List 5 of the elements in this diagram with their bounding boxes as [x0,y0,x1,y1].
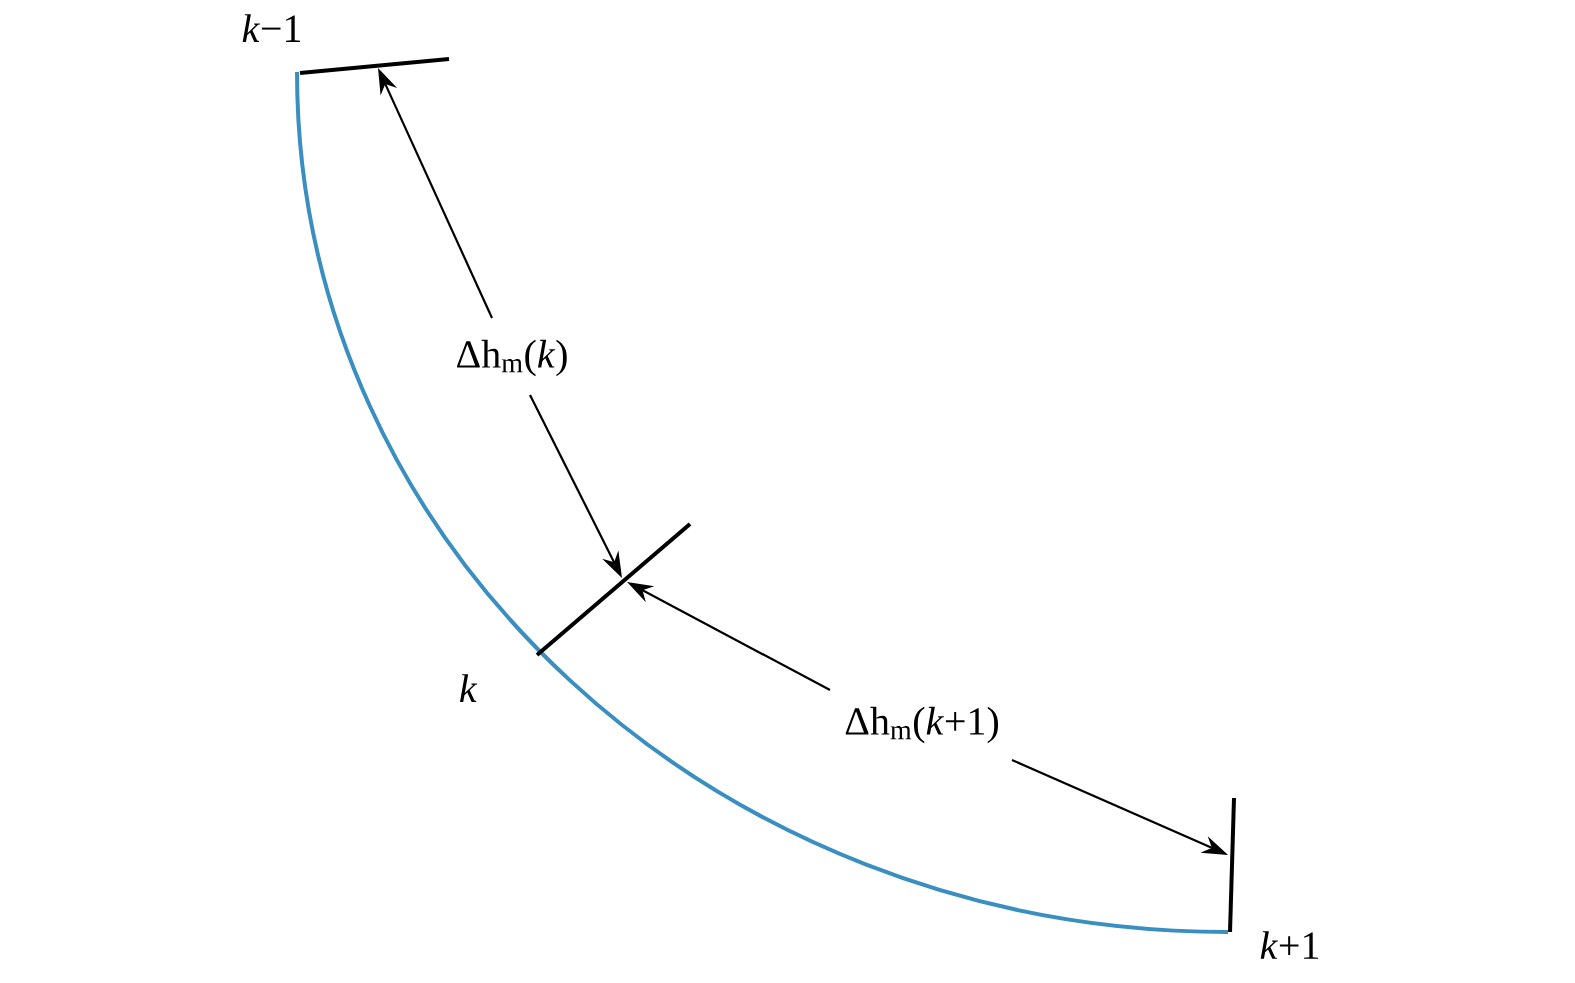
point-label: k−1 [242,14,301,42]
point-label: k [460,674,478,702]
dimension-label: Δh$_{m}$(k+1) [845,706,998,744]
point-label: k+1 [1260,931,1319,959]
dimension-label: Δh$_{m}$(k) [457,339,567,377]
